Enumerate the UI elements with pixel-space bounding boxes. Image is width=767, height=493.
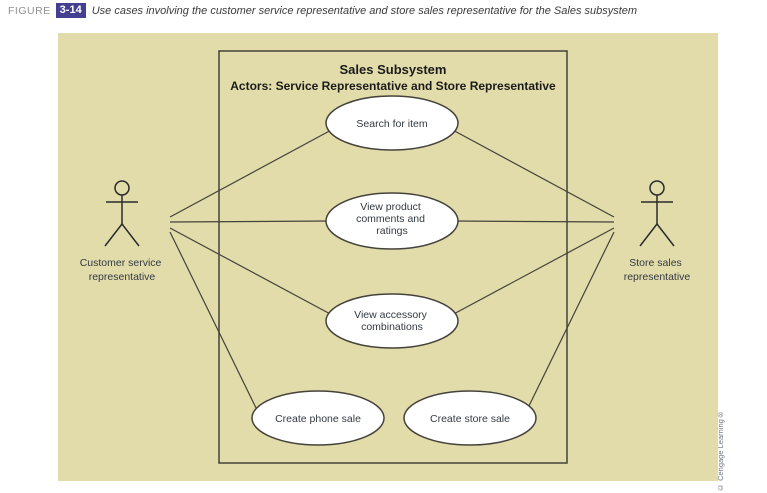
association-customer-search <box>169 127 336 218</box>
actor-right-leg <box>656 223 675 247</box>
usecase-create-phone-sale-label: Create phone sale <box>275 413 361 425</box>
figure-caption-text: Use cases involving the customer service… <box>91 4 638 17</box>
actor-left-leg <box>104 223 123 247</box>
figure-caption: FIGURE 3-14 Use cases involving the cust… <box>8 3 637 18</box>
usecase-search-for-item-label: Search for item <box>356 118 427 130</box>
actor-left-leg <box>639 223 658 247</box>
actor-store-sales-representative: Store sales representative <box>624 180 691 283</box>
use-case-diagram-panel: Sales Subsystem Actors: Service Represen… <box>58 33 718 481</box>
usecase-create-store-sale-label: Create store sale <box>430 413 510 425</box>
association-customer-view-product <box>169 220 331 223</box>
actor-store-sales-label: Store sales representative <box>624 257 691 283</box>
usecase-view-product-comments-label: View product comments and ratings <box>356 201 428 237</box>
subsystem-boundary-box <box>218 50 568 464</box>
subsystem-title: Sales Subsystem <box>340 62 447 77</box>
usecase-create-phone-sale-ellipse <box>251 390 385 446</box>
copyright-credit: © Cengage Learning® <box>716 410 725 492</box>
association-store-view-accessory <box>449 227 615 317</box>
usecase-search-for-item-ellipse <box>325 95 459 151</box>
subsystem-subtitle: Actors: Service Representative and Store… <box>230 79 556 93</box>
actor-customer-service-representative: Customer service representative <box>80 180 165 283</box>
usecase-view-accessory-combinations-label: View accessory combinations <box>354 309 430 333</box>
association-store-view-product <box>453 220 615 223</box>
usecase-view-accessory-combinations-ellipse <box>325 293 459 349</box>
actor-head <box>649 180 665 196</box>
association-customer-create-phone-sale <box>169 231 259 413</box>
usecase-view-product-comments-ellipse <box>325 192 459 250</box>
actor-right-leg <box>121 223 140 247</box>
figure-number-badge: 3-14 <box>55 3 86 18</box>
association-store-search <box>448 127 615 218</box>
actor-head <box>114 180 130 196</box>
association-store-create-store-sale <box>525 231 615 413</box>
use-case-diagram: Sales Subsystem Actors: Service Represen… <box>80 50 691 464</box>
actor-customer-service-label: Customer service representative <box>80 257 165 283</box>
usecase-create-store-sale-ellipse <box>403 390 537 446</box>
association-customer-view-accessory <box>169 227 335 317</box>
figure-label: FIGURE <box>8 4 51 17</box>
